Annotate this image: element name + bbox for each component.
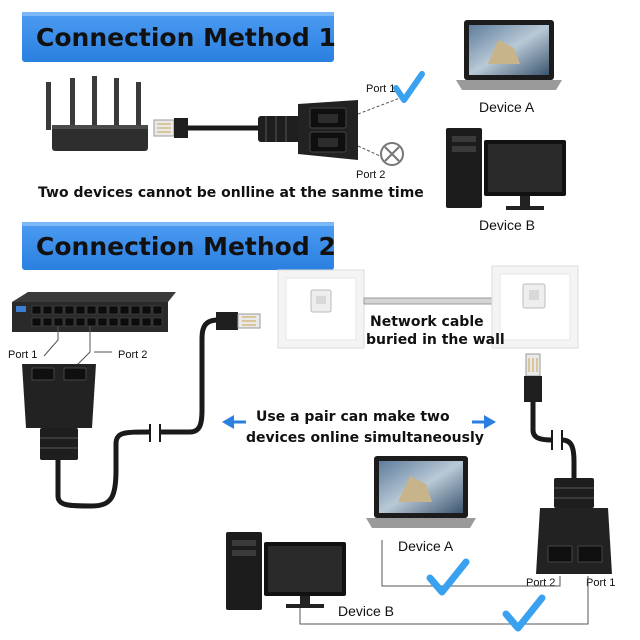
leader-port1: [357, 97, 401, 115]
check-icon: [502, 594, 546, 632]
wall-caption-line2: buried in the wall: [366, 332, 505, 348]
method1-port2-label: Port 2: [356, 169, 385, 181]
method2-title: Connection Method 2: [36, 232, 336, 261]
method2-port1-right-label: Port 1: [586, 577, 615, 589]
link-device-b: [299, 576, 589, 625]
center-text-line1: Use a pair can make two: [256, 409, 450, 425]
desktop-pc-icon: [446, 128, 566, 210]
method1-port1-label: Port 1: [366, 83, 395, 95]
check-icon: [393, 71, 425, 103]
method1-banner: Connection Method 1: [22, 12, 336, 62]
arrow-right-icon: [472, 415, 496, 429]
network-switch-icon: [12, 292, 176, 332]
cable-right-b: [561, 437, 577, 480]
method1-device-b-label: Device B: [479, 217, 535, 233]
laptop-icon: [456, 20, 562, 90]
switch-link-port1: [43, 326, 59, 357]
arrow-left-icon: [222, 415, 246, 429]
splitter-icon: [22, 364, 96, 460]
center-text-line2: devices online simultaneously: [246, 430, 484, 446]
leader-port2: [357, 145, 381, 157]
laptop-icon: [366, 456, 476, 528]
link-device-a: [381, 540, 561, 587]
cross-icon: [380, 142, 404, 166]
cable-right-a: [530, 402, 553, 443]
rj45-plug-3: [524, 353, 542, 402]
splitter-icon: [536, 478, 612, 574]
method2-port1-left-label: Port 1: [8, 349, 37, 361]
splitter-icon: [258, 100, 358, 160]
method2-banner: Connection Method 2: [22, 222, 336, 270]
cable-up: [160, 317, 219, 435]
cable-left: [55, 429, 151, 509]
method1-title: Connection Method 1: [36, 23, 336, 52]
method2-port2-right-label: Port 2: [526, 577, 555, 589]
wall-caption-line1: Network cable: [370, 314, 484, 330]
rj45-plug-2: [216, 312, 261, 330]
method1-caption: Two devices cannot be onlline at the san…: [38, 185, 424, 201]
check-icon: [426, 558, 470, 596]
desktop-pc-icon: [226, 532, 346, 610]
switch-link-port2: [73, 326, 91, 369]
method1-device-a-label: Device A: [479, 99, 535, 115]
wall-jack-icon: [491, 265, 579, 349]
router-icon: [46, 76, 148, 151]
method2-device-a-label: Device A: [398, 538, 454, 554]
method2-device-b-label: Device B: [338, 603, 394, 619]
method2-port2-left-label: Port 2: [118, 349, 147, 361]
wall-jack-icon: [277, 269, 365, 349]
rj45-plug-1: [153, 118, 188, 138]
wall-cable: [363, 297, 493, 305]
